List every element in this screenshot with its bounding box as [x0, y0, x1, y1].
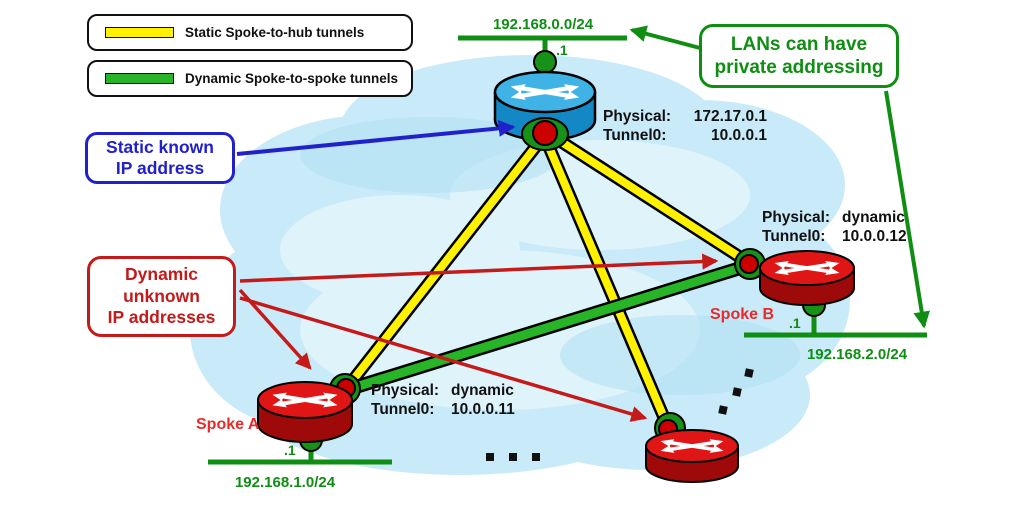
spoke-b-router-icon	[759, 250, 855, 306]
legend-label-dynamic: Dynamic Spoke-to-spoke tunnels	[185, 71, 399, 86]
legend-static-tunnels: Static Spoke-to-hub tunnels	[87, 14, 413, 51]
spoke-b-lan-host: .1	[789, 315, 801, 331]
green-arrow-to-spoke-b-lan	[884, 90, 931, 329]
lans-callout-arrows	[629, 25, 931, 329]
red-arrow-to-spoke-c	[239, 296, 648, 422]
tunnel-hub-spoke-c	[545, 145, 672, 429]
hub-tunnel-interface	[521, 117, 569, 151]
spoke-b-ip-info: Physical: dynamic Tunnel0: 10.0.0.12	[762, 208, 926, 246]
spoke-a-tunnel-row: Tunnel0: 10.0.0.11	[371, 401, 515, 418]
more-spokes-dots-horizontal	[486, 453, 540, 461]
spoke-a-lan-subnet: 192.168.1.0/24	[234, 474, 336, 491]
hub-lan-subnet: 192.168.0.0/24	[492, 16, 594, 33]
spoke-b-physical-interface	[739, 254, 759, 274]
more-spokes-dots-diagonal	[718, 368, 754, 415]
spoke-b-physical-row: Physical: dynamic	[762, 209, 905, 226]
spoke-c-router-icon	[645, 429, 739, 483]
green-arrow-to-hub-lan	[629, 25, 701, 50]
red-arrow-to-spoke-b	[239, 253, 719, 283]
legend-dynamic-tunnels: Dynamic Spoke-to-spoke tunnels	[87, 60, 413, 97]
callout-dynamic-unknown-ip: Dynamic unknown IP addresses	[87, 256, 236, 337]
hub-router-icon	[493, 70, 597, 142]
spoke-a-title: Spoke A	[196, 416, 260, 433]
static-tunnels	[340, 133, 753, 430]
hub-lan-host: .1	[556, 42, 568, 58]
spoke-b-title: Spoke B	[710, 306, 775, 323]
internet-cloud	[190, 55, 850, 475]
callout-static-known-ip: Static known IP address	[85, 132, 235, 184]
hub-ip-info: Physical: 172.17.0.1 Tunnel0: 10.0.0.1	[603, 107, 767, 145]
hub-physical-row: Physical: 172.17.0.1	[603, 108, 767, 125]
spoke-a-physical-row: Physical: dynamic	[371, 382, 514, 399]
dynamic-tunnel-spoke-a-spoke-b	[343, 258, 753, 397]
static-tunnel-swatch	[105, 27, 174, 38]
tunnel-hub-spoke-a	[342, 142, 541, 392]
spoke-a-router-icon	[257, 381, 353, 443]
dynamic-tunnel-swatch	[105, 73, 174, 84]
static-ip-callout-arrow	[236, 120, 516, 156]
hub-tunnel-row: Tunnel0: 10.0.0.1	[603, 127, 767, 144]
dynamic-ip-callout-arrows	[238, 253, 719, 422]
spoke-b-lan-subnet: 192.168.2.0/24	[806, 346, 908, 363]
tunnel-hub-spoke-b	[554, 135, 752, 267]
spoke-a-ip-info: Physical: dynamic Tunnel0: 10.0.0.11	[371, 381, 535, 419]
callout-lans-private-addressing: LANs can have private addressing	[699, 24, 899, 88]
hub-physical-interface	[532, 120, 558, 146]
spoke-a-lan-host: .1	[284, 442, 296, 458]
spoke-b-tunnel-row: Tunnel0: 10.0.0.12	[762, 228, 907, 245]
legend-label-static: Static Spoke-to-hub tunnels	[185, 25, 365, 40]
hub-lan-dome	[533, 50, 557, 74]
